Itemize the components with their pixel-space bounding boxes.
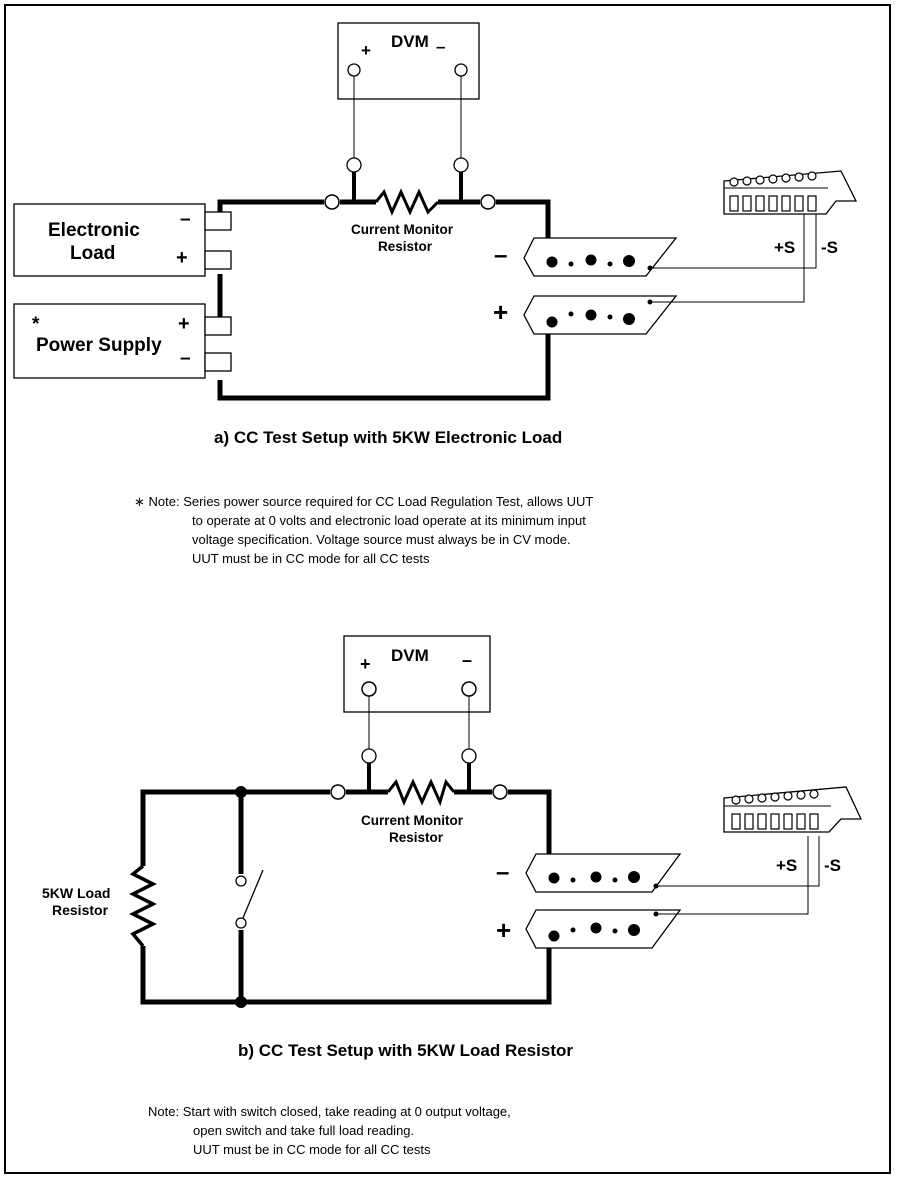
resistor-label-line1: Current Monitor: [361, 813, 464, 828]
dvm-label: DVM: [391, 32, 429, 51]
ps-plus-label: +: [178, 313, 190, 335]
circuit-wiring: [140, 789, 552, 1005]
note-a: ∗ Note: Series power source required for…: [134, 492, 754, 568]
sense-terminal-icon: [361, 748, 377, 764]
dvm-box: [343, 635, 491, 713]
eload-minus-label: –: [180, 209, 191, 230]
electronic-load-label-line2: Load: [70, 243, 115, 264]
note-a-line3: voltage specification. Voltage source mu…: [192, 532, 571, 547]
dvm-plus-label: +: [360, 654, 371, 674]
current-monitor-resistor-icon: [386, 778, 456, 807]
output-connector-minus-pins: [548, 871, 659, 889]
switch-contact-icon: [235, 875, 247, 887]
sense-minus-wire: [656, 836, 820, 887]
note-a-line4: UUT must be in CC mode for all CC tests: [192, 551, 430, 566]
eload-plus-label: +: [176, 247, 188, 269]
sense-minus-label: -S: [821, 238, 838, 257]
resistor-label-line1: Current Monitor: [351, 222, 454, 237]
ps-minus-label: –: [180, 348, 191, 369]
dvm-minus-terminal-icon: [461, 681, 477, 697]
sense-terminal-icon: [453, 157, 469, 173]
dvm-label: DVM: [391, 646, 429, 665]
output-connector-plus-pins: [548, 911, 659, 942]
ps-minus-terminal-icon: [204, 352, 232, 372]
terminal-icon: [324, 194, 340, 210]
eload-minus-terminal-icon: [204, 211, 232, 231]
dvm-box: [337, 22, 480, 100]
sense-plus-label: +S: [776, 856, 797, 875]
resistor-label-line2: Resistor: [389, 830, 444, 845]
sense-minus-wire: [650, 211, 817, 269]
sense-plus-wire: [650, 211, 805, 303]
output-minus-label: –: [494, 242, 507, 269]
sense-terminal-icon: [461, 748, 477, 764]
note-b-prefix: Note:: [148, 1104, 180, 1119]
sense-plus-wire: [656, 836, 809, 915]
note-b-line2: open switch and take full load reading.: [193, 1123, 415, 1138]
load-resistor-label-line1: 5KW Load: [42, 885, 110, 901]
note-a-prefix: ∗ Note:: [134, 494, 180, 509]
dvm-minus-terminal-icon: [454, 63, 468, 77]
diagram-canvas: DVM + – Current Monitor Resistor Electro…: [13, 22, 863, 1060]
dvm-plus-terminal-icon: [361, 681, 377, 697]
note-b-line3: UUT must be in CC mode for all CC tests: [193, 1142, 431, 1157]
caption-a: a) CC Test Setup with 5KW Electronic Loa…: [214, 428, 562, 447]
caption-b: b) CC Test Setup with 5KW Load Resistor: [238, 1041, 573, 1060]
electronic-load-box: [13, 203, 206, 277]
eload-plus-terminal-icon: [204, 250, 232, 270]
note-b-line1: Start with switch closed, take reading a…: [182, 1104, 511, 1119]
sense-minus-label: -S: [824, 856, 841, 875]
junction-dot-icon: [235, 996, 247, 1008]
sense-plus-label: +S: [774, 238, 795, 257]
power-supply-box: [13, 303, 206, 379]
figure-frame: DVM + – Current Monitor Resistor Electro…: [4, 4, 891, 1174]
note-a-line1: Series power source required for CC Load…: [183, 494, 594, 509]
ps-plus-terminal-icon: [204, 316, 232, 336]
diagram-b: DVM + – 5KW Load Resistor: [42, 635, 863, 1060]
output-connector-plus-pins: [546, 299, 653, 328]
note-b: Note: Start with switch closed, take rea…: [148, 1102, 748, 1159]
output-plus-label: +: [493, 297, 508, 327]
output-connector-plus-icon: [523, 295, 678, 335]
switch-lever-icon: [242, 869, 264, 919]
output-minus-label: –: [496, 859, 509, 886]
switch-contact-icon: [235, 917, 247, 929]
load-resistor-icon: [129, 864, 157, 948]
output-connector-minus-icon: [523, 237, 678, 277]
dvm-plus-label: +: [361, 41, 371, 60]
sense-connector-block-icon: [723, 786, 863, 833]
dvm-plus-terminal-icon: [347, 63, 361, 77]
power-supply-label: Power Supply: [36, 335, 162, 356]
junction-dot-icon: [235, 786, 247, 798]
output-connector-minus-pins: [546, 254, 653, 271]
output-plus-label: +: [496, 915, 511, 945]
electronic-load-label-line1: Electronic: [48, 220, 140, 241]
sense-connector-block-icon: [723, 170, 858, 215]
terminal-icon: [480, 194, 496, 210]
load-resistor-label-line2: Resistor: [52, 902, 109, 918]
resistor-label-line2: Resistor: [378, 239, 433, 254]
note-a-line2: to operate at 0 volts and electronic loa…: [192, 513, 586, 528]
dvm-minus-label: –: [462, 650, 472, 670]
sense-terminal-icon: [346, 157, 362, 173]
terminal-icon: [492, 784, 508, 800]
output-connector-plus-icon: [525, 909, 682, 949]
power-supply-star: *: [32, 314, 40, 335]
diagram-a: DVM + – Current Monitor Resistor Electro…: [13, 22, 858, 447]
output-connector-minus-icon: [525, 853, 682, 893]
circuit-wiring: [217, 199, 551, 401]
current-monitor-resistor-icon: [374, 188, 440, 216]
dvm-minus-label: –: [436, 37, 445, 56]
terminal-icon: [330, 784, 346, 800]
